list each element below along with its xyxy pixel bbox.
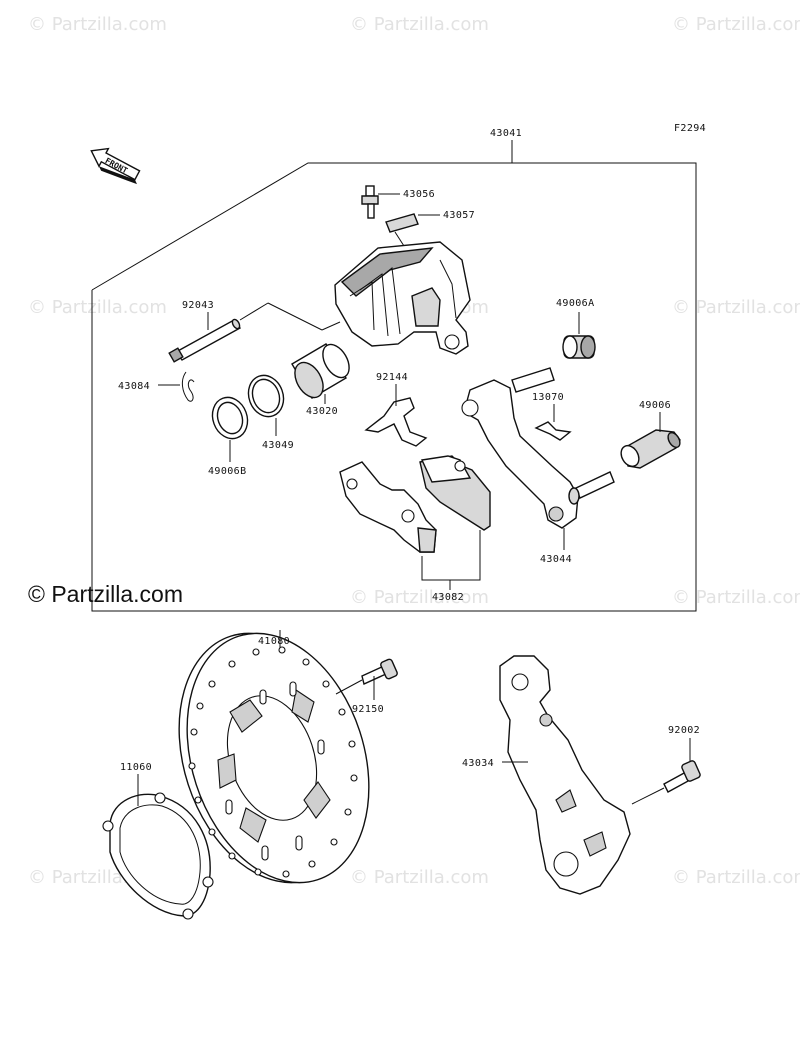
watermark-layer: © Partzilla.com © Partzilla.com © Partzi… <box>28 14 800 888</box>
figure-code: F2294 <box>674 123 706 134</box>
bleeder-cap: 43057 <box>385 210 475 247</box>
label-43057: 43057 <box>443 210 475 221</box>
bushing-bottom: 49006 <box>620 400 681 469</box>
label-49006A: 49006A <box>556 298 595 309</box>
dust-seal: 49006B <box>208 396 249 477</box>
label-43044: 43044 <box>540 554 572 565</box>
disc-gasket: 11060 <box>102 762 214 920</box>
label-92144: 92144 <box>376 372 408 383</box>
pad-spring: 92144 <box>364 372 428 447</box>
pad-retainer: 13070 <box>532 392 572 441</box>
watermark: © Partzilla.com <box>350 867 489 888</box>
label-13070: 13070 <box>532 392 564 403</box>
watermark: © Partzilla.com <box>672 14 800 35</box>
label-49006: 49006 <box>639 400 671 411</box>
bushing-top: 49006A <box>556 298 596 359</box>
label-43084: 43084 <box>118 381 150 392</box>
caliper-assembly-outline <box>91 162 697 612</box>
pin-clip: 43084 <box>118 371 195 402</box>
label-92043: 92043 <box>182 300 214 311</box>
brake-disc: 41080 <box>178 630 370 884</box>
watermark: © Partzilla.com <box>28 297 167 318</box>
torque-link-bolt: 92002 <box>631 725 701 805</box>
piston-seal: 43049 <box>247 374 294 451</box>
watermark: © Partzilla.com <box>672 587 800 608</box>
watermark: © Partzilla.com <box>672 867 800 888</box>
caliper-bracket: 43044 <box>461 367 615 565</box>
label-43020: 43020 <box>306 406 338 417</box>
label-41080: 41080 <box>258 636 290 647</box>
torque-link: 43034 <box>462 655 631 895</box>
caliper-body <box>334 241 471 355</box>
disc-bolt: 92150 <box>335 658 398 715</box>
watermark: © Partzilla.com <box>350 587 489 608</box>
label-43049: 43049 <box>262 440 294 451</box>
brake-pad-left <box>339 461 437 553</box>
brand-watermark: © Partzilla.com <box>28 581 183 607</box>
watermark: © Partzilla.com <box>28 14 167 35</box>
label-92150: 92150 <box>352 704 384 715</box>
label-43082: 43082 <box>432 592 464 603</box>
watermark: © Partzilla.com <box>350 14 489 35</box>
brake-pad-right <box>419 455 491 531</box>
label-43034: 43034 <box>462 758 494 769</box>
front-arrow-icon: FRONT <box>90 147 141 185</box>
label-43041: 43041 <box>490 128 522 139</box>
label-92002: 92002 <box>668 725 700 736</box>
label-11060: 11060 <box>120 762 152 773</box>
caliper-pin: 92043 <box>168 300 341 363</box>
label-43056: 43056 <box>403 189 435 200</box>
bleeder-valve: 43056 <box>361 185 435 219</box>
label-49006B: 49006B <box>208 466 247 477</box>
watermark: © Partzilla.com <box>672 297 800 318</box>
piston: 43020 <box>291 343 350 417</box>
